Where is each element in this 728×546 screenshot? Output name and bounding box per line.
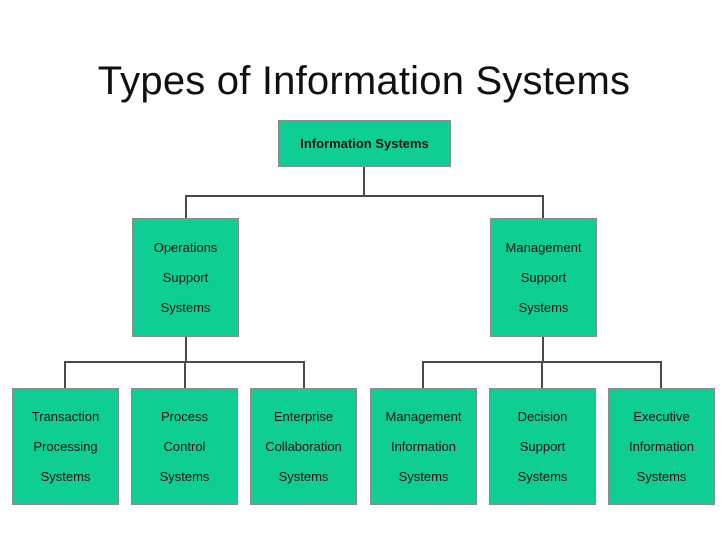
node-label-line-2: Collaboration (265, 439, 342, 454)
page-title: Types of Information Systems (97, 59, 631, 103)
node-label-line-3: Systems (636, 469, 687, 484)
node-label-line-1: Management (505, 240, 582, 255)
node-label-line-1: Process (161, 409, 208, 424)
connector-oss-stem (185, 337, 187, 363)
connector-to-management-information-systems (422, 361, 424, 388)
node-label-line-1: Management (385, 409, 462, 424)
node-label-line-3: Systems (159, 469, 210, 484)
connector-to-operations-support-systems (185, 195, 187, 218)
node-process-control-systems[interactable]: Process Control Systems (131, 388, 238, 505)
connector-to-executive-information-systems (660, 361, 662, 388)
connector-root-stem (363, 167, 365, 197)
node-label-line-2: Support (520, 270, 567, 285)
node-label-line-2: Support (162, 270, 209, 285)
node-label-line-2: Control (163, 439, 206, 454)
connector-to-enterprise-collaboration-systems (303, 361, 305, 388)
node-label-line-1: Enterprise (273, 409, 334, 424)
node-label: Information Systems (300, 136, 429, 151)
node-enterprise-collaboration-systems[interactable]: Enterprise Collaboration Systems (250, 388, 357, 505)
connector-to-transaction-processing-systems (64, 361, 66, 388)
node-management-information-systems[interactable]: Management Information Systems (370, 388, 477, 505)
connector-mss-stem (542, 337, 544, 363)
node-label-line-1: Operations (153, 240, 218, 255)
node-label-line-2: Processing (33, 439, 98, 454)
node-decision-support-systems[interactable]: Decision Support Systems (489, 388, 596, 505)
node-management-support-systems[interactable]: Management Support Systems (490, 218, 597, 337)
node-label-line-2: Information (628, 439, 695, 454)
node-executive-information-systems[interactable]: Executive Information Systems (608, 388, 715, 505)
node-label-line-3: Systems (278, 469, 329, 484)
connector-to-process-control-systems (184, 361, 186, 388)
node-label-line-1: Executive (633, 409, 690, 424)
node-label-line-1: Transaction (31, 409, 100, 424)
node-label-line-2: Support (519, 439, 566, 454)
node-operations-support-systems[interactable]: Operations Support Systems (132, 218, 239, 337)
connector-level2-bus (185, 195, 544, 197)
node-label-line-3: Systems (160, 300, 211, 315)
connector-to-decision-support-systems (541, 361, 543, 388)
node-label-line-1: Decision (517, 409, 568, 424)
connector-to-management-support-systems (542, 195, 544, 218)
node-label-line-2: Information (390, 439, 457, 454)
node-label-line-3: Systems (517, 469, 568, 484)
node-label-line-3: Systems (398, 469, 449, 484)
node-transaction-processing-systems[interactable]: Transaction Processing Systems (12, 388, 119, 505)
node-information-systems[interactable]: Information Systems (278, 120, 451, 167)
node-label-line-3: Systems (518, 300, 569, 315)
node-label-line-3: Systems (40, 469, 91, 484)
